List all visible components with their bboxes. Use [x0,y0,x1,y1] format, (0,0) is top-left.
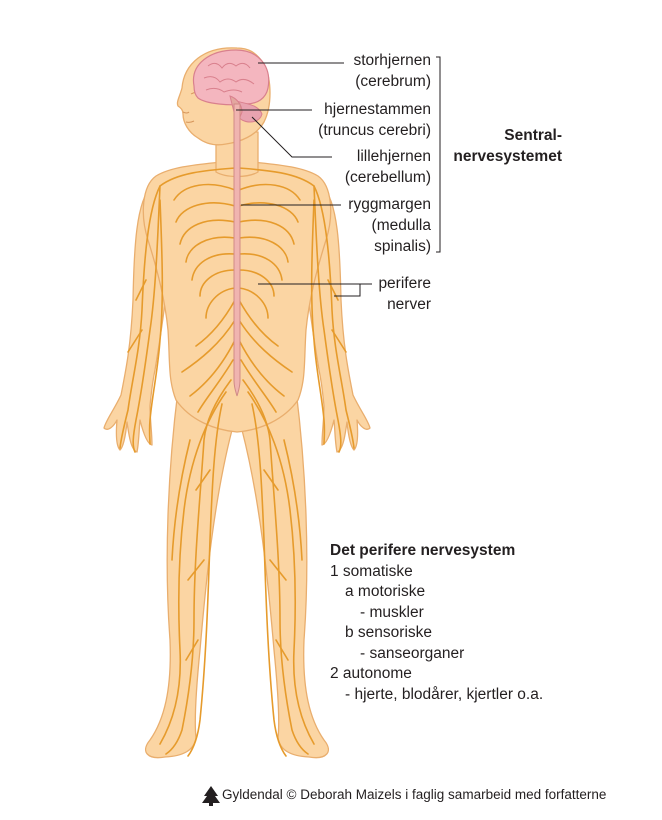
label-central-nervous-system: Sentral- nervesystemet [453,125,562,167]
leader-cerebellum [251,116,332,158]
label-cns-line-2: nervesystemet [453,148,562,165]
label-cerebrum-latin: (cerebrum) [355,73,431,90]
label-cerebrum-name: storhjernen [353,52,431,69]
label-cns-line-1: Sentral- [504,127,562,144]
legend-title: Det perifere nervesystem [330,542,516,559]
label-cerebellum-name: lillehjernen [356,148,431,165]
cns-bracket [436,56,441,253]
label-peripheral-line-2: nerver [387,296,431,313]
label-cerebellum-latin: (cerebellum) [344,169,431,186]
legend-item: 1 somatiske [330,562,413,580]
legend-item: - muskler [360,603,424,621]
credit-text: Gyldendal © Deborah Maizels i faglig sam… [222,787,607,802]
tree-logo-icon [202,786,220,806]
label-peripheral-line-1: perifere [378,275,431,292]
leader-peripheral-1 [258,283,361,297]
peripheral-system-legend: Det perifere nervesystem 1 somatiske a m… [330,541,543,705]
legend-item: - sanseorganer [360,644,465,662]
legend-item: 2 autonome [330,665,412,682]
label-spinal-cord-latin-1: (medulla [371,217,431,234]
legend-item: - hjerte, blodårer, kjertler o.a. [345,685,544,703]
label-spinal-cord-name: ryggmargen [348,196,431,213]
credit-line: Gyldendal © Deborah Maizels i faglig sam… [204,786,606,804]
label-brainstem: hjernestammen (truncus cerebri) [318,99,431,141]
legend-item: b sensoriske [345,624,433,641]
spinal-cord [233,103,241,397]
label-brainstem-latin: (truncus cerebri) [318,122,431,139]
label-spinal-cord-latin-2: spinalis) [374,238,431,255]
label-cerebellum: lillehjernen (cerebellum) [345,146,431,188]
label-spinal-cord: ryggmargen (medulla spinalis) [348,194,431,257]
legend-item: a motoriske [345,583,426,600]
label-peripheral-nerves: perifere nerver [378,273,431,315]
peripheral-nerves [119,167,355,757]
label-brainstem-name: hjernestammen [324,101,431,118]
leader-lines [236,56,441,297]
label-cerebrum: storhjernen (cerebrum) [353,50,431,92]
